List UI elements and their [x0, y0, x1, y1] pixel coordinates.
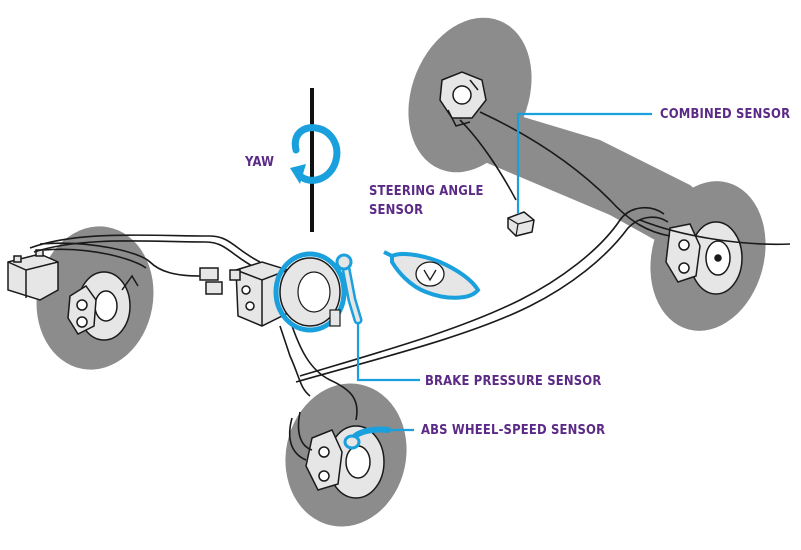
rotation-arrow-icon — [290, 124, 341, 184]
brake-pressure-leader — [356, 322, 420, 382]
abs-wheel-speed-sensor-label: ABS WHEEL-SPEED SENSOR — [421, 422, 606, 438]
brake-pressure-sensor-label: BRAKE PRESSURE SENSOR — [425, 373, 602, 389]
brake-booster — [273, 251, 347, 333]
callout-lines — [356, 112, 652, 432]
abs-wheel-speed-sensor — [343, 426, 391, 450]
combined-sensor-leader — [516, 112, 652, 214]
rear-right-wheel — [650, 181, 766, 331]
battery — [7, 249, 59, 301]
yaw-label: YAW — [245, 154, 275, 170]
front-left-wheel — [36, 226, 154, 370]
brake-and-wiring-lines — [29, 111, 791, 461]
rear-left-caliper — [439, 71, 487, 127]
combined-sensor — [507, 211, 535, 237]
rear-left-wheel — [408, 17, 532, 173]
combined-sensor-label: COMBINED SENSOR — [660, 106, 791, 122]
brake-pressure-sensor — [335, 253, 363, 325]
steering-angle-label-line2: SENSOR — [369, 202, 424, 218]
front-left-brake — [67, 271, 139, 341]
steering-angle-sensor — [383, 250, 481, 300]
steering-angle-label-line1: STEERING ANGLE — [369, 183, 484, 199]
front-right-wheel — [285, 383, 407, 527]
rear-right-brake-disc — [665, 221, 743, 295]
front-right-brake — [305, 425, 385, 499]
